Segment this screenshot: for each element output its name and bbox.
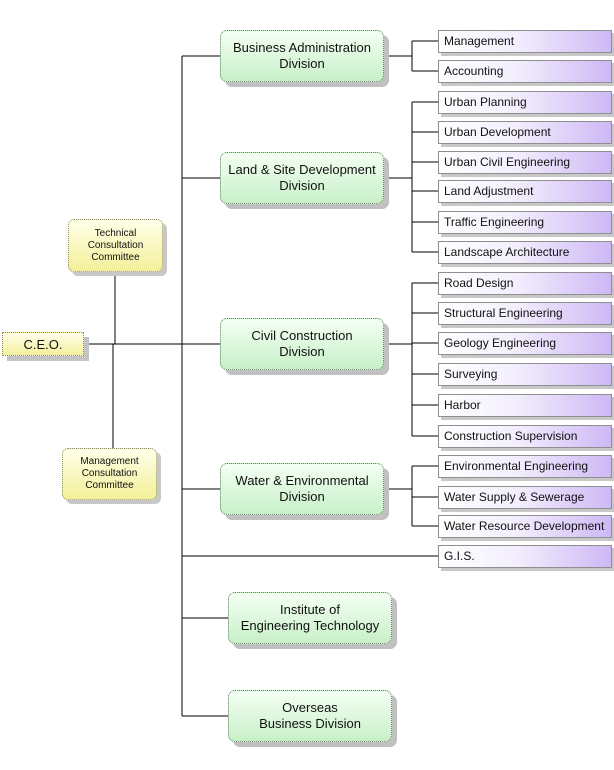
division-water-environmental: Water & Environmental Division [220,463,384,515]
gis-box: G.I.S. [438,545,612,568]
department-accounting: Accounting [438,60,612,83]
department-geology-engineering: Geology Engineering [438,332,612,355]
division-business-administration: Business Administration Division [220,30,384,82]
department-urban-civil-engineering: Urban Civil Engineering [438,151,612,174]
department-structural-engineering: Structural Engineering [438,302,612,325]
division-institute-engineering-technology: Institute of Engineering Technology [228,592,392,644]
technical-consultation-committee: Technical Consultation Committee [68,219,163,272]
department-urban-planning: Urban Planning [438,91,612,114]
ceo-box: C.E.O. [2,332,84,356]
department-urban-development: Urban Development [438,121,612,144]
department-management: Management [438,30,612,53]
department-construction-supervision: Construction Supervision [438,425,612,448]
department-harbor: Harbor [438,394,612,417]
department-traffic-engineering: Traffic Engineering [438,211,612,234]
division-overseas-business: Overseas Business Division [228,690,392,742]
department-road-design: Road Design [438,272,612,295]
department-landscape-architecture: Landscape Architecture [438,241,612,264]
department-water-supply-sewerage: Water Supply & Sewerage [438,486,612,509]
division-civil-construction: Civil Construction Division [220,318,384,370]
division-land-site-development: Land & Site Development Division [220,152,384,204]
department-water-resource-development: Water Resource Development [438,515,612,538]
department-surveying: Surveying [438,363,612,386]
department-land-adjustment: Land Adjustment [438,180,612,203]
management-consultation-committee: Management Consultation Committee [62,448,157,500]
department-environmental-engineering: Environmental Engineering [438,455,612,478]
